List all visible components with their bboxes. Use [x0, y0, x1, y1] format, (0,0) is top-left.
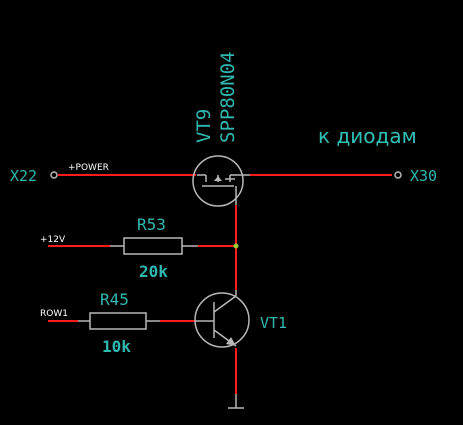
x30-label: X30 — [410, 167, 437, 185]
vt1-ref: VT1 — [260, 314, 287, 332]
r53-ref: R53 — [137, 215, 166, 234]
net-power-label: +POWER — [68, 163, 109, 173]
r45-body — [89, 312, 147, 330]
net-12v-label: +12V — [40, 235, 66, 245]
x22-terminal — [50, 171, 58, 179]
r45-value: 10k — [102, 337, 131, 356]
annotation-text: к диодам — [318, 124, 417, 148]
connector-x22: X22 — [10, 167, 58, 185]
resistor-r45 — [78, 312, 160, 330]
r45-ref: R45 — [100, 290, 129, 309]
net-row1-label: ROW1 — [40, 309, 68, 319]
junction-dot — [233, 243, 239, 249]
vt1-collector — [213, 295, 237, 313]
vt9-part-wrap: SPP80N04 — [217, 51, 239, 143]
x22-label: X22 — [10, 167, 37, 185]
vt9-labels: VT9 — [193, 109, 215, 143]
ground-symbol — [228, 394, 244, 409]
r53-value: 20k — [139, 262, 168, 281]
vt9-ref: VT9 — [193, 109, 215, 143]
vt1-body — [194, 292, 250, 348]
mosfet-body — [192, 155, 244, 207]
x30-terminal — [394, 171, 402, 179]
vt1-emitter-arrow — [226, 337, 236, 346]
wires — [48, 174, 392, 394]
connector-x30: X30 — [394, 167, 437, 185]
vt9-part: SPP80N04 — [217, 51, 239, 143]
resistor-r53 — [110, 237, 198, 255]
r53-body — [123, 237, 183, 255]
mosfet-vt9 — [192, 155, 250, 207]
transistor-vt1 — [194, 290, 250, 348]
mosfet-arrow — [214, 176, 222, 181]
